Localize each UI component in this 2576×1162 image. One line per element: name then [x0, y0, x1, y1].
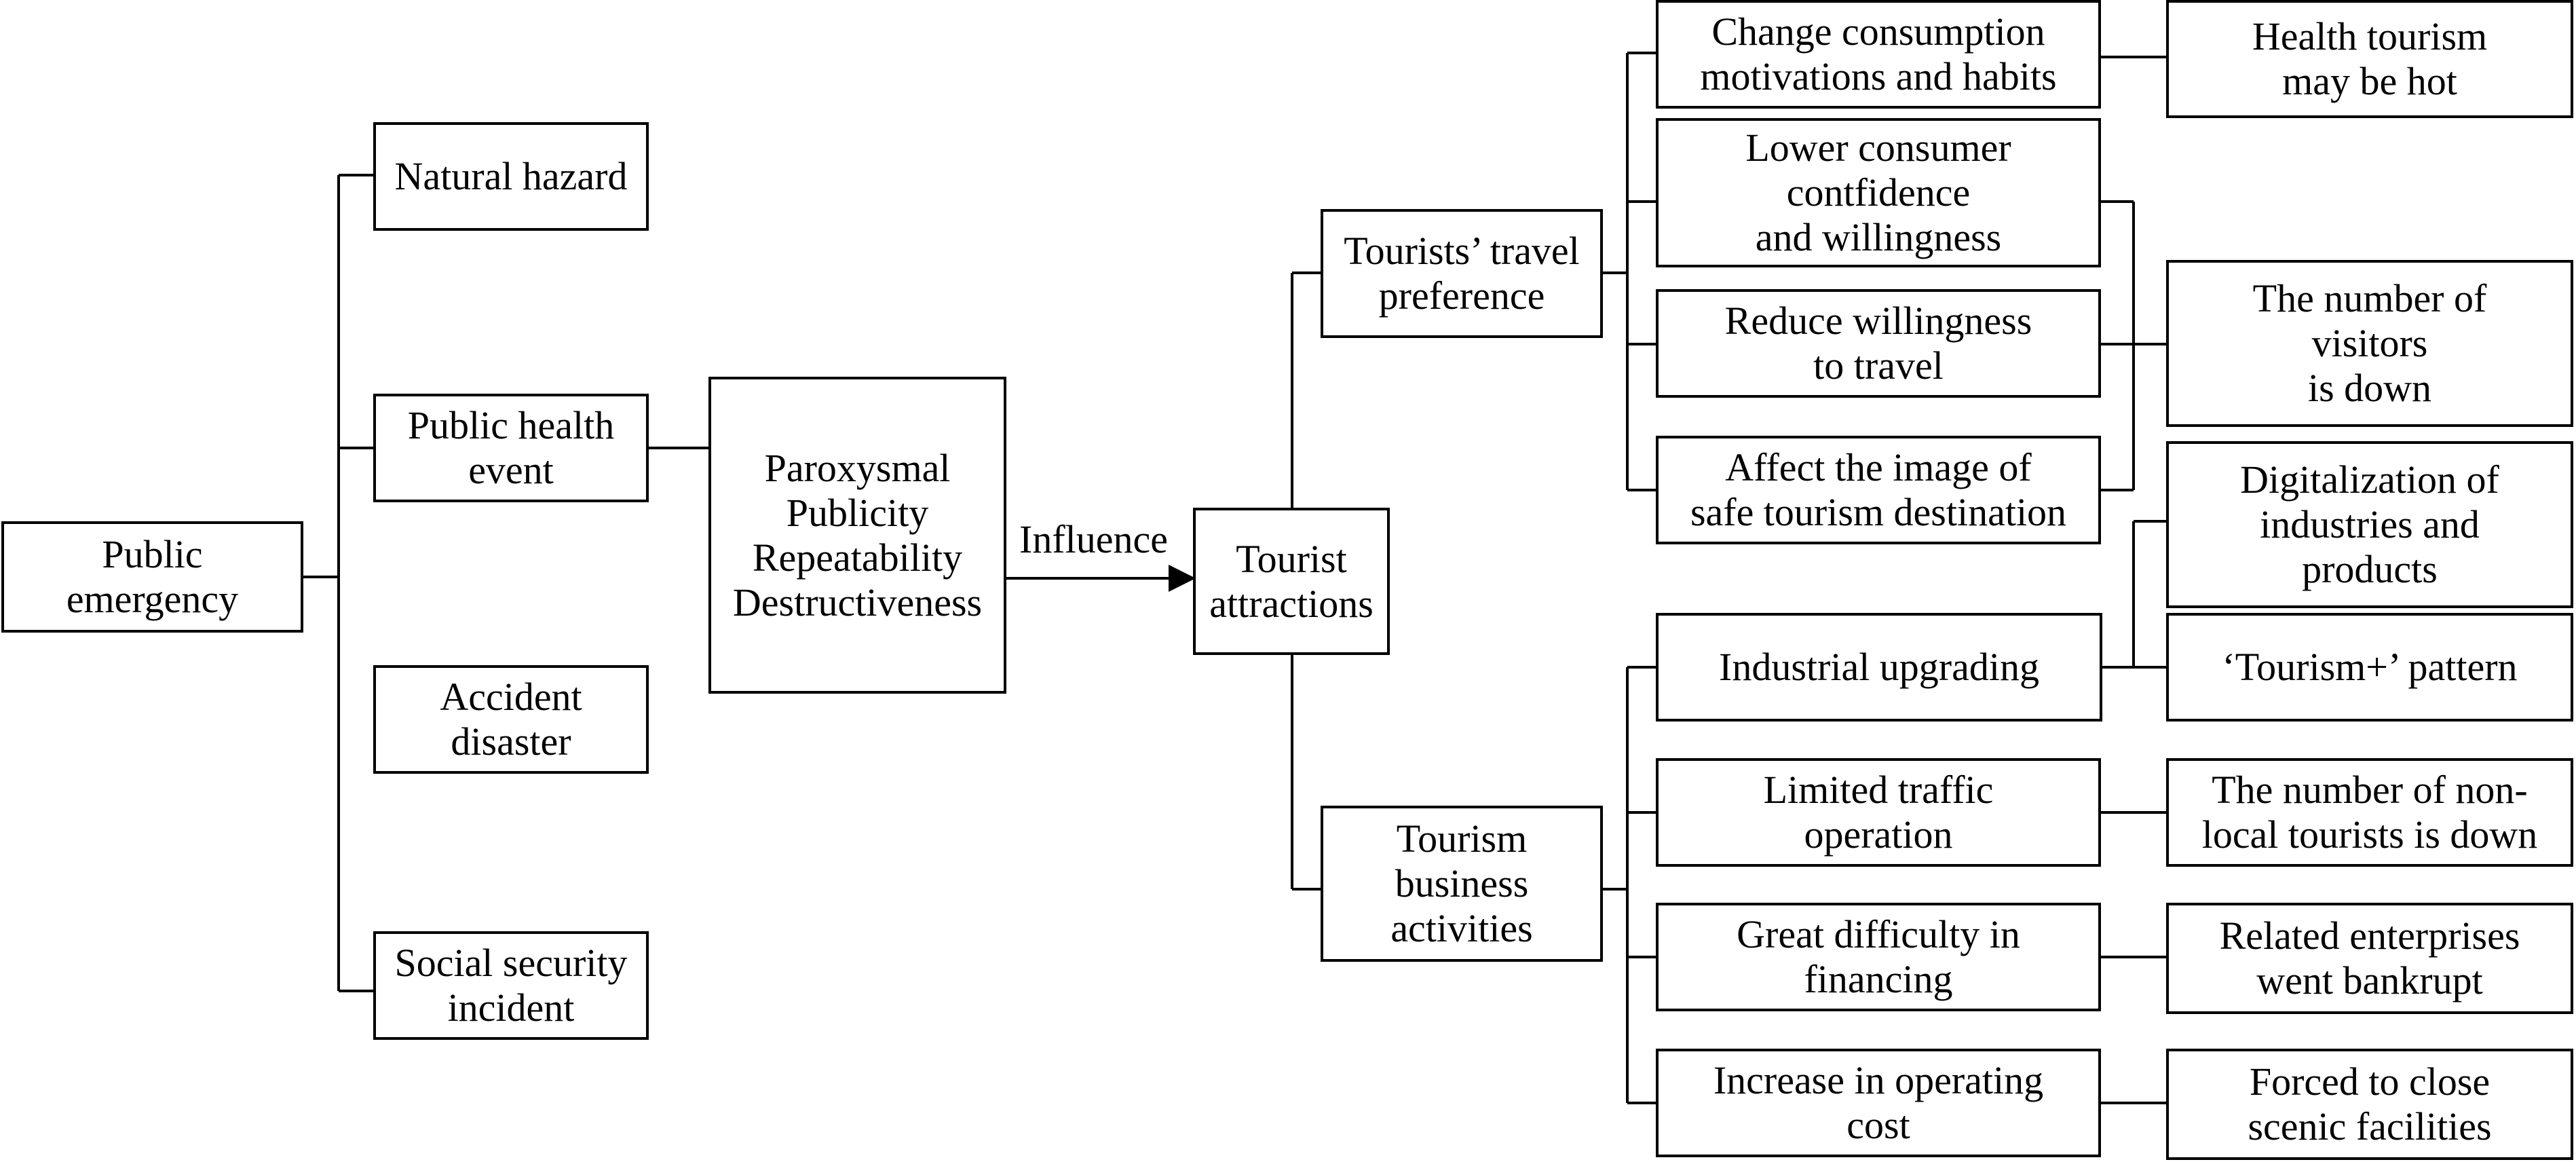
health-tourism-node: Health tourism may be hot: [2166, 0, 2573, 118]
travel-preference-node: Tourists’ travel preference: [1321, 209, 1603, 338]
affect-image-node: Affect the image of safe tourism destina…: [1656, 436, 2101, 544]
public-health-event-node: Public health event: [373, 394, 649, 502]
change-consumption-node: Change consumption motivations and habit…: [1656, 0, 2101, 109]
nonlocal-down-node: The number of non- local tourists is dow…: [2166, 758, 2573, 867]
social-security-incident-node: Social security incident: [373, 931, 649, 1040]
close-facilities-node: Forced to close scenic facilities: [2166, 1049, 2573, 1160]
operating-cost-node: Increase in operating cost: [1656, 1049, 2101, 1157]
tourist-attractions-node: Tourist attractions: [1193, 508, 1390, 655]
limited-traffic-node: Limited traffic operation: [1656, 758, 2101, 867]
natural-hazard-node: Natural hazard: [373, 122, 649, 231]
visitors-down-node: The number of visitors is down: [2166, 260, 2573, 427]
financing-node: Great difficulty in financing: [1656, 903, 2101, 1011]
public-emergency-node: Public emergency: [1, 521, 303, 633]
characteristics-node: Paroxysmal Publicity Repeatability Destr…: [708, 377, 1006, 694]
business-activities-node: Tourism business activities: [1321, 806, 1603, 962]
reduce-willingness-node: Reduce willingness to travel: [1656, 289, 2101, 398]
tourism-plus-node: ‘Tourism+’ pattern: [2166, 613, 2573, 721]
bankrupt-node: Related enterprises went bankrupt: [2166, 903, 2573, 1014]
lower-confidence-node: Lower consumer contfidence and willingne…: [1656, 118, 2101, 267]
industrial-upgrading-node: Industrial upgrading: [1656, 613, 2102, 721]
influence-label: Influence: [1019, 517, 1168, 561]
accident-disaster-node: Accident disaster: [373, 665, 649, 774]
digitalization-node: Digitalization of industries and product…: [2166, 441, 2573, 608]
